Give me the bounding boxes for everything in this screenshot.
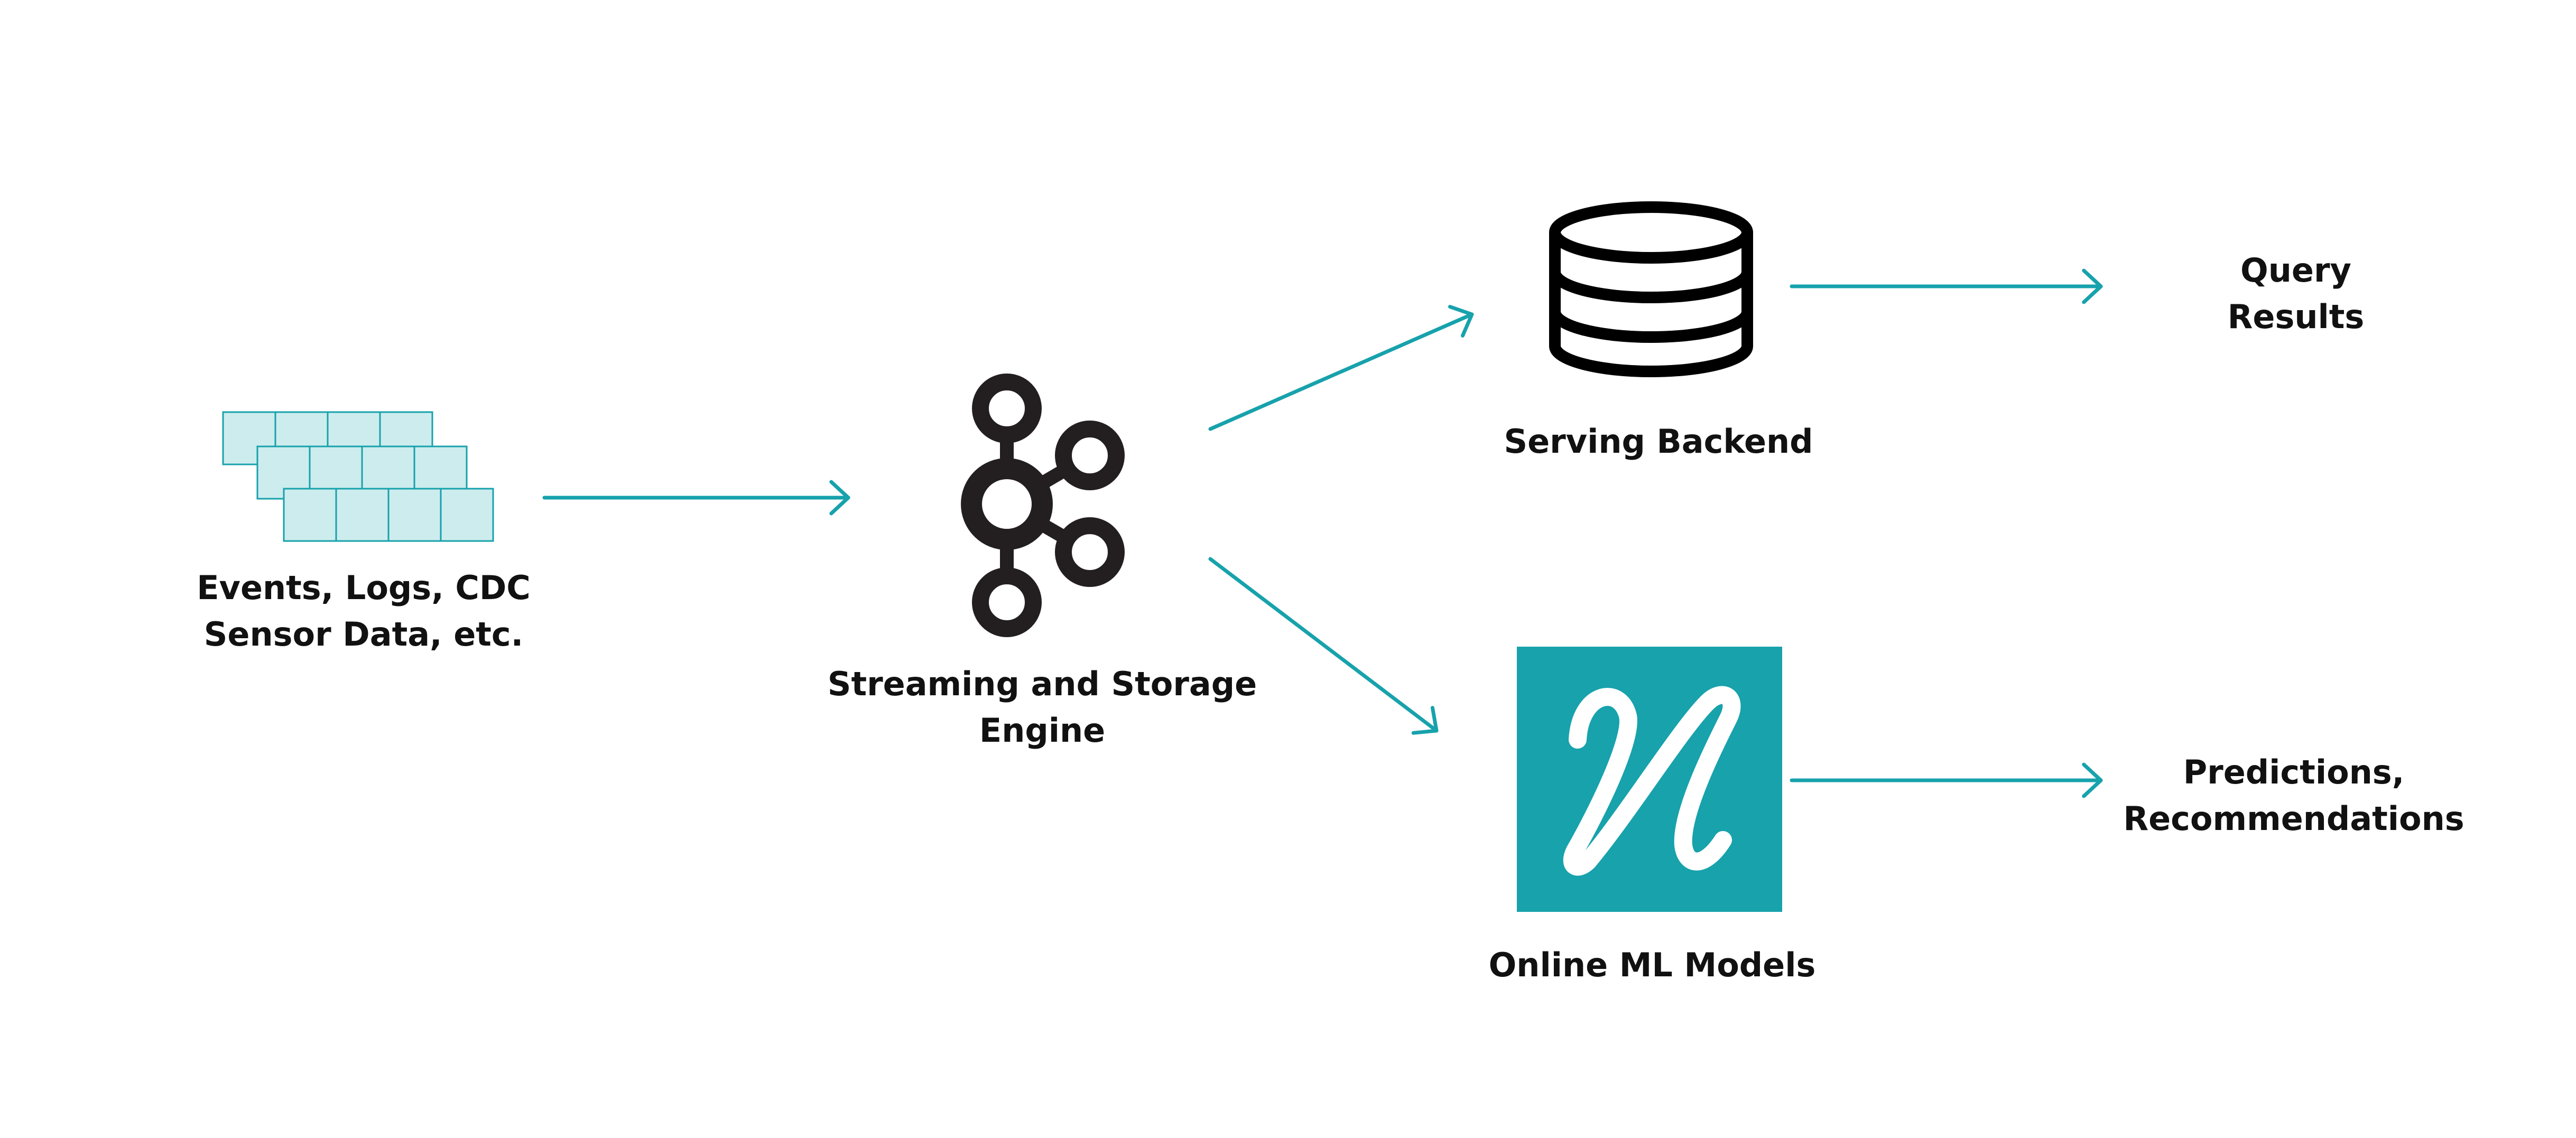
arrow-head bbox=[1448, 305, 1474, 338]
edge-sources-to-engine bbox=[542, 480, 850, 516]
arrow-head bbox=[2082, 268, 2103, 304]
arrow-line bbox=[1208, 557, 1439, 733]
event-stack-icon bbox=[222, 411, 494, 542]
edge-engine-to-serving bbox=[1208, 305, 1474, 431]
kafka-logo-icon bbox=[961, 374, 1125, 637]
river-ml-logo-icon bbox=[1517, 647, 1782, 912]
predictions-line1: Predictions, bbox=[2183, 753, 2405, 791]
serving-label-text: Serving Backend bbox=[1504, 422, 1813, 461]
arrow-head bbox=[1411, 706, 1439, 735]
query-results-line2: Results bbox=[2227, 297, 2365, 336]
sources-label-line1: Events, Logs, CDC bbox=[197, 568, 531, 607]
database-icon bbox=[1549, 201, 1753, 377]
edge-ml-to-predictions bbox=[1790, 762, 2103, 798]
query-results-label: Query Results bbox=[2228, 247, 2365, 340]
edge-serving-to-query bbox=[1790, 268, 2103, 304]
engine-label: Streaming and Storage Engine bbox=[828, 661, 1257, 754]
query-results-line1: Query bbox=[2240, 251, 2351, 290]
edge-engine-to-ml bbox=[1208, 557, 1439, 735]
ml-label-text: Online ML Models bbox=[1488, 946, 1816, 984]
predictions-line2: Recommendations bbox=[2123, 799, 2464, 838]
sources-label-line2: Sensor Data, etc. bbox=[203, 615, 524, 654]
engine-label-line1: Streaming and Storage bbox=[827, 665, 1257, 703]
serving-label: Serving Backend bbox=[1504, 418, 1813, 465]
event-row-3 bbox=[283, 488, 494, 542]
arrow-head bbox=[2082, 762, 2103, 798]
arrow-head bbox=[829, 480, 850, 516]
ml-label: Online ML Models bbox=[1489, 942, 1816, 988]
predictions-label: Predictions, Recommendations bbox=[2123, 749, 2464, 842]
arrow-line bbox=[1208, 312, 1474, 431]
sources-label: Events, Logs, CDC Sensor Data, etc. bbox=[197, 565, 531, 658]
engine-label-line2: Engine bbox=[979, 711, 1106, 750]
